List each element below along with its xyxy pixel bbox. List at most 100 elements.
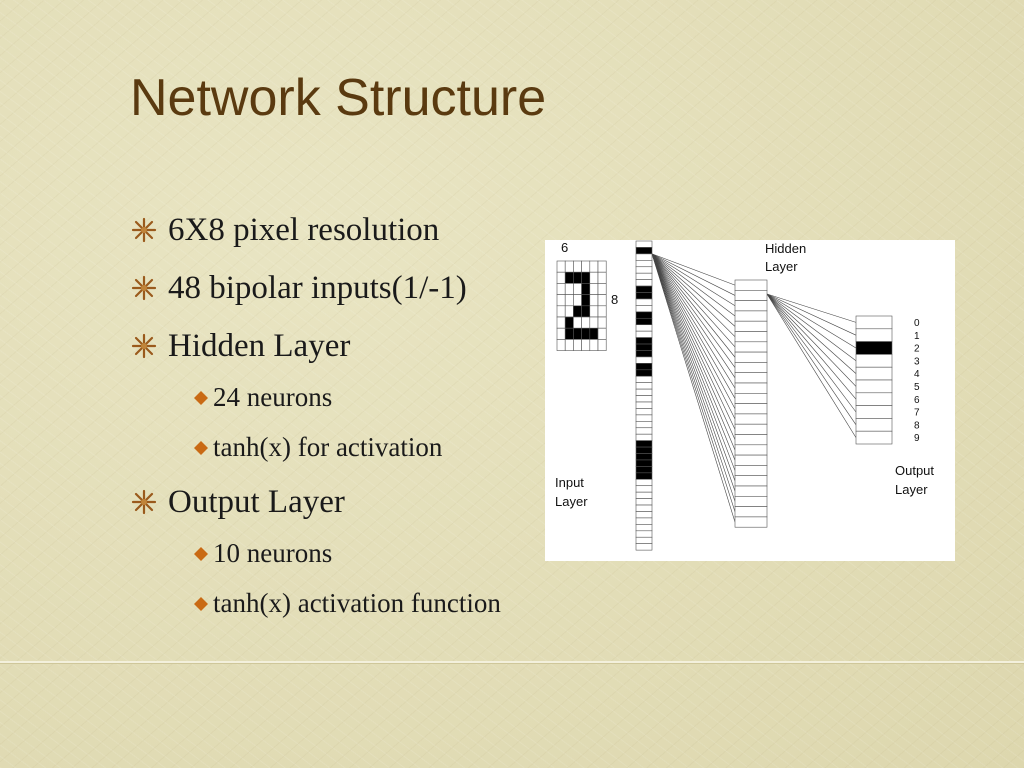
output-digit-label: 5 (914, 382, 920, 393)
pixel-cell (564, 327, 574, 340)
hidden-neuron (734, 362, 768, 374)
pixel-cell (597, 294, 607, 307)
input-neuron (635, 356, 653, 364)
bullet-output-layer: Output Layer (131, 482, 345, 522)
sub-bullet-text: tanh(x) for activation (213, 432, 443, 462)
hidden-layer-column (734, 279, 768, 528)
input-hidden-connection (651, 253, 736, 296)
bullet-inputs: 48 bipolar inputs(1/-1) (131, 268, 467, 308)
pixel-cell (573, 260, 582, 273)
input-neuron (635, 240, 653, 248)
input-neuron (635, 375, 653, 383)
output-neuron (855, 328, 893, 342)
input-hidden-connection (651, 253, 736, 523)
pixel-grid (556, 260, 607, 351)
input-neuron (635, 272, 653, 280)
pixel-cell (564, 339, 574, 351)
pixel-cell (589, 305, 599, 318)
input-neuron (635, 279, 653, 287)
output-digit-label: 4 (914, 369, 920, 380)
pixel-cell (597, 283, 607, 295)
output-layer-column (855, 315, 893, 445)
pixel-cell (581, 327, 591, 340)
input-neuron (635, 524, 653, 532)
pixel-cell (589, 260, 599, 273)
pixel-cell (589, 339, 599, 351)
output-digit-label: 3 (914, 356, 920, 367)
pixel-cell (573, 316, 582, 329)
hidden-neuron (734, 393, 768, 404)
input-neuron (635, 298, 653, 306)
hidden-neuron (734, 341, 768, 353)
input-neuron (635, 466, 653, 474)
input-neuron (635, 543, 653, 551)
output-digit-label: 8 (914, 420, 920, 431)
hidden-neuron (734, 434, 768, 446)
pixel-cell (556, 316, 566, 329)
input-neuron (635, 459, 653, 467)
output-label-line1: Output (895, 463, 934, 478)
pixel-cell (556, 327, 566, 340)
input-neuron (635, 317, 653, 326)
pixel-cell (556, 305, 566, 318)
sub-bullet-output-neurons: 10 neurons (194, 537, 333, 569)
input-neuron (635, 536, 653, 544)
pixel-cell (564, 305, 574, 318)
input-neuron (635, 440, 653, 448)
output-neuron (855, 366, 893, 381)
output-neuron (855, 315, 893, 330)
input-neuron (635, 408, 653, 416)
pixel-cell (581, 271, 591, 284)
input-hidden-connection (651, 253, 736, 389)
sub-bullet-text: tanh(x) activation function (213, 588, 501, 618)
bullet-text: Output Layer (168, 484, 345, 520)
pixel-cell (556, 339, 566, 351)
bullet-text: Hidden Layer (168, 328, 351, 364)
starburst-bullet-icon (131, 275, 157, 301)
input-neuron (635, 388, 653, 396)
sub-bullet-hidden-neurons: 24 neurons (194, 381, 333, 413)
pixel-cell (581, 339, 591, 351)
network-diagram-svg: 6 8 Hidden Layer Input Layer Output Laye… (555, 240, 934, 551)
output-neuron (855, 405, 893, 419)
sub-bullet-text: 24 neurons (213, 382, 333, 412)
sub-bullet-text: 10 neurons (213, 538, 333, 568)
starburst-bullet-icon (131, 489, 157, 515)
bullet-text: 48 bipolar inputs(1/-1) (168, 270, 467, 306)
input-neuron (635, 363, 653, 371)
input-hidden-connection (651, 253, 736, 317)
input-hidden-connection (651, 253, 736, 492)
pixel-cell (556, 260, 566, 273)
input-hidden-connection (651, 253, 736, 327)
input-neuron (635, 311, 653, 319)
diamond-bullet-icon (194, 547, 208, 561)
hidden-output-connection (766, 293, 857, 387)
pixel-cell (589, 283, 599, 295)
footer-divider (0, 661, 1024, 664)
hidden-output-connection (766, 293, 857, 323)
input-neuron (635, 395, 653, 403)
starburst-bullet-icon (131, 333, 157, 359)
input-neuron (635, 337, 653, 345)
pixel-cell (581, 316, 591, 329)
input-neuron (635, 517, 653, 525)
input-hidden-connection (651, 253, 736, 348)
output-neuron (855, 379, 893, 394)
pixel-cell (597, 260, 607, 273)
hidden-neuron (734, 444, 768, 456)
hidden-neuron (734, 310, 768, 322)
input-neuron (635, 498, 653, 506)
hidden-neuron (734, 465, 768, 476)
hidden-neuron (734, 506, 768, 518)
input-neuron (635, 324, 653, 332)
pixel-cell (589, 294, 599, 307)
pixel-cell (573, 339, 582, 351)
input-neuron (635, 305, 653, 313)
input-neuron (635, 427, 653, 435)
output-neuron (855, 392, 893, 406)
pixel-cell (556, 271, 566, 284)
input-hidden-connection (651, 253, 736, 286)
pixel-cell (564, 294, 574, 307)
output-label-line2: Layer (895, 482, 928, 497)
hidden-neuron (734, 331, 768, 343)
